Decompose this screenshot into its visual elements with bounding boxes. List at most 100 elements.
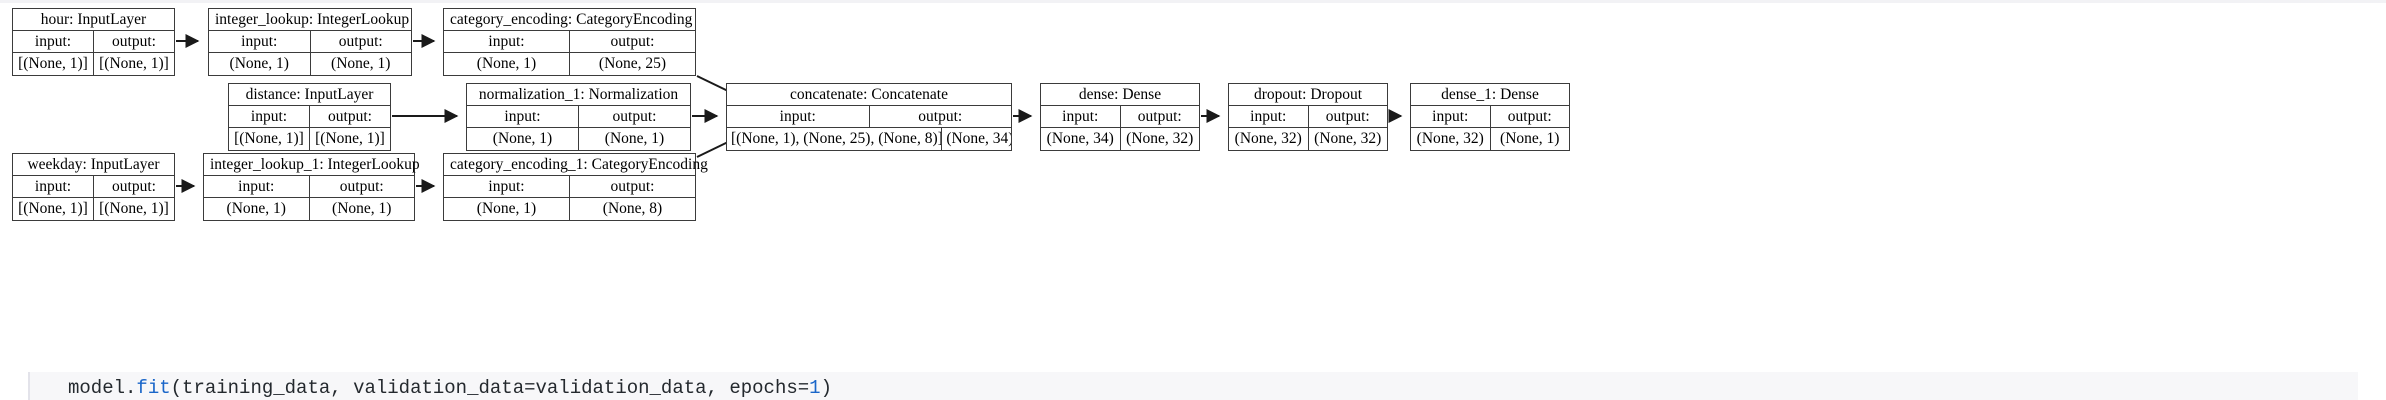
node-output-label: output: <box>1325 108 1370 125</box>
node-input-shape: (None, 1) <box>444 198 570 220</box>
node-label-row: input: output: <box>1411 106 1569 128</box>
node-output-label: output: <box>610 33 655 50</box>
node-input-label: input: <box>444 31 570 52</box>
code-line: model.fit(training_data, validation_data… <box>68 376 832 400</box>
node-output-label: output: <box>610 178 655 195</box>
node-title: distance: InputLayer <box>229 84 390 106</box>
node-input-label: input: <box>209 31 311 52</box>
node-title: integer_lookup_1: IntegerLookup <box>204 154 420 176</box>
node-input-label: input: <box>13 31 94 52</box>
node-output-shape: (None, 1) <box>332 200 392 217</box>
node-input-label: input: <box>467 106 579 127</box>
code-cell[interactable]: model.fit(training_data, validation_data… <box>28 372 2358 400</box>
node-label-row: input: output: <box>13 31 174 53</box>
node-title: hour: InputLayer <box>13 9 174 31</box>
code-token: 1 <box>809 377 821 399</box>
node-input-shape: [(None, 1), (None, 25), (None, 8)] <box>727 128 943 150</box>
node-input-shape: (None, 34) <box>1041 128 1121 150</box>
node-label-row: input: output: <box>1229 106 1387 128</box>
node-shape-row: [(None, 1), (None, 25), (None, 8)](None,… <box>727 128 1011 150</box>
node-title: category_encoding_1: CategoryEncoding <box>444 154 708 176</box>
node-shape-row: [(None, 1)][(None, 1)] <box>13 198 174 220</box>
node-label-row: input:output: <box>204 176 414 198</box>
node-input-shape: (None, 32) <box>1411 128 1491 150</box>
node-input-label: input: <box>229 106 310 127</box>
node-input-shape: (None, 1) <box>444 53 570 75</box>
top-divider <box>0 0 2386 3</box>
node-shape-row: (None, 1) (None, 1) <box>467 128 690 150</box>
node-shape-row: [(None, 1)][(None, 1)] <box>229 128 390 150</box>
node-output-label: output: <box>612 108 657 125</box>
node-title: concatenate: Concatenate <box>727 84 1011 106</box>
node-label-row: input: output: <box>444 31 695 53</box>
node-input-label: input: <box>1041 106 1121 127</box>
code-token: model. <box>68 377 137 399</box>
node-title: dropout: Dropout <box>1229 84 1387 106</box>
node-output-shape: (None, 32) <box>1314 130 1382 147</box>
node-output-label: output: <box>112 33 156 50</box>
node-output-shape: [(None, 1)] <box>99 55 169 72</box>
node-output-shape: (None, 1) <box>604 130 665 147</box>
node-label-row: input:output: <box>13 176 174 198</box>
node-output-label: output: <box>339 178 384 195</box>
node-title: weekday: InputLayer <box>13 154 174 176</box>
node-output-label: output: <box>1137 108 1182 125</box>
node-title: dense_1: Dense <box>1411 84 1569 106</box>
node-input-shape: (None, 1) <box>467 128 579 150</box>
node-shape-row: (None, 1) (None, 8) <box>444 198 695 220</box>
node-output-label: output: <box>112 178 156 195</box>
node-label-row: input: output: <box>444 176 695 198</box>
node-title: normalization_1: Normalization <box>467 84 690 106</box>
node-output-label: output: <box>328 108 372 125</box>
node-output-shape: [(None, 1)] <box>99 200 169 217</box>
node-input-shape: (None, 32) <box>1229 128 1309 150</box>
node-input-label: input: <box>444 176 570 197</box>
node-output-label: output: <box>1507 108 1552 125</box>
node-shape-row: [(None, 1)] [(None, 1)] <box>13 53 174 75</box>
node-shape-row: (None, 1) (None, 1) <box>204 198 414 220</box>
node-shape-row: (None, 1) (None, 25) <box>444 53 695 75</box>
code-token: fit <box>136 377 171 399</box>
node-input-label: input: <box>1229 106 1309 127</box>
node-label-row: input: output: <box>467 106 690 128</box>
node-output-shape: (None, 34) <box>946 130 1011 147</box>
node-title: dense: Dense <box>1041 84 1199 106</box>
node-output-shape: [(None, 1)] <box>315 130 385 147</box>
node-input-label: input: <box>727 106 870 127</box>
node-title: category_encoding: CategoryEncoding <box>444 9 695 31</box>
node-output-shape: (None, 1) <box>331 55 391 72</box>
node-input-shape: (None, 1) <box>204 198 310 220</box>
node-shape-row: (None, 32) (None, 32) <box>1229 128 1387 150</box>
node-input-shape: [(None, 1)] <box>13 53 94 75</box>
node-shape-row: (None, 32) (None, 1) <box>1411 128 1569 150</box>
node-output-shape: (None, 32) <box>1126 130 1194 147</box>
node-input-label: input: <box>1411 106 1491 127</box>
node-shape-row: (None, 34) (None, 32) <box>1041 128 1199 150</box>
code-token: ) <box>820 377 832 399</box>
code-token: (training_data, validation_data=validati… <box>170 377 810 399</box>
node-input-shape: (None, 1) <box>209 53 311 75</box>
node-shape-row: (None, 1) (None, 1) <box>209 53 411 75</box>
node-label-row: input: output: <box>229 106 390 128</box>
node-output-label: output: <box>918 108 963 125</box>
node-title: integer_lookup: IntegerLookup <box>209 9 411 31</box>
node-label-row: input: output: <box>727 106 1011 128</box>
node-label-row: input: output: <box>1041 106 1199 128</box>
node-output-shape: (None, 8) <box>602 200 663 217</box>
node-output-shape: (None, 1) <box>1500 130 1560 147</box>
node-output-label: output: <box>338 33 383 50</box>
node-output-shape: (None, 25) <box>598 55 667 72</box>
